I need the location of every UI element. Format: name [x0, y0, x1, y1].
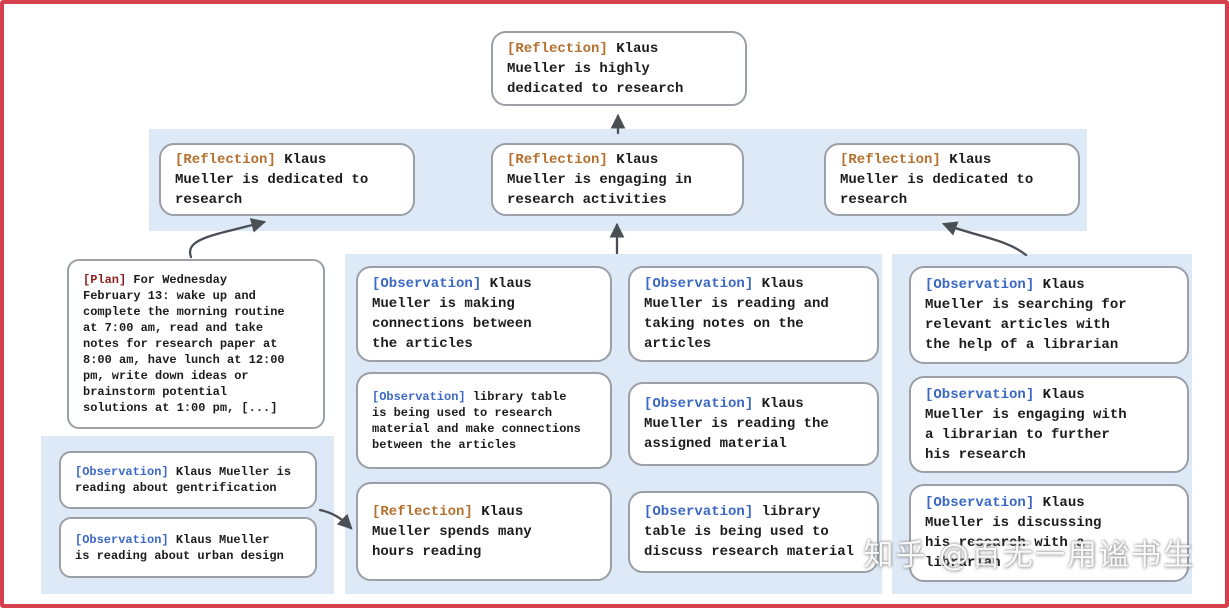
node-observation-discussing-research: [Observation]Klaus Mueller is discussing… [909, 484, 1189, 582]
node-observation-library-table-discuss: [Observation]library table is being used… [628, 491, 879, 573]
reflection-tag: [Reflection] [507, 151, 608, 168]
node-observation-making-connections: [Observation]Klaus Mueller is making con… [356, 266, 612, 362]
node-text: Klaus Mueller is searching for relevant … [925, 277, 1127, 353]
observation-tag: [Observation] [75, 532, 169, 547]
node-text: Klaus Mueller is dedicated to research [175, 151, 369, 208]
node-text: library table is being used to discuss r… [644, 504, 855, 560]
reflection-tag: [Reflection] [507, 40, 608, 57]
node-observation-engaging-librarian: [Observation]Klaus Mueller is engaging w… [909, 376, 1189, 473]
reflection-tag: [Reflection] [372, 503, 473, 520]
node-observation-taking-notes: [Observation]Klaus Mueller is reading an… [628, 266, 879, 362]
node-reflection-spends-hours-reading: [Reflection]Klaus Mueller spends many ho… [356, 482, 612, 581]
observation-tag: [Observation] [372, 389, 466, 404]
node-text: library table is being used to research … [372, 389, 581, 452]
observation-tag: [Observation] [925, 386, 1035, 403]
observation-tag: [Observation] [644, 276, 754, 292]
node-text: Klaus Mueller is reading about gentrific… [75, 465, 292, 495]
node-text: Klaus Mueller is discussing his research… [925, 495, 1102, 571]
node-observation-searching-articles: [Observation]Klaus Mueller is searching … [909, 266, 1189, 364]
observation-tag: [Observation] [925, 277, 1035, 293]
node-reflection-left: [Reflection]Klaus Mueller is dedicated t… [159, 143, 415, 216]
observation-tag: [Observation] [644, 396, 754, 412]
node-text: Klaus Mueller is reading the assigned ma… [644, 396, 829, 452]
node-reflection-center: [Reflection]Klaus Mueller is engaging in… [491, 143, 744, 216]
plan-tag: [Plan] [83, 273, 127, 287]
node-reflection-right: [Reflection]Klaus Mueller is dedicated t… [824, 143, 1080, 216]
node-text: Klaus Mueller spends many hours reading [372, 503, 532, 560]
node-observation-urban-design: [Observation]Klaus Mueller is reading ab… [59, 517, 317, 578]
node-text: Klaus Mueller is reading and taking note… [644, 276, 829, 352]
node-observation-library-table-research: [Observation]library table is being used… [356, 372, 612, 469]
node-text: Klaus Mueller is reading about urban des… [75, 532, 284, 563]
node-text: Klaus Mueller is engaging in research ac… [507, 151, 692, 208]
zhihu-watermark: 知乎 @百无一用谧书生 [863, 538, 1195, 573]
observation-tag: [Observation] [925, 495, 1035, 511]
observation-tag: [Observation] [644, 504, 754, 520]
node-text: Klaus Mueller is highly dedicated to res… [507, 40, 684, 97]
reflection-tag: [Reflection] [175, 151, 276, 168]
node-plan: [Plan]For Wednesday February 13: wake up… [67, 259, 325, 429]
node-text: Klaus Mueller is engaging with a librari… [925, 386, 1127, 463]
observation-tag: [Observation] [372, 276, 482, 292]
node-text: Klaus Mueller is making connections betw… [372, 276, 532, 352]
reflection-tag: [Reflection] [840, 151, 941, 168]
node-text: For Wednesday February 13: wake up and c… [83, 273, 285, 415]
observation-tag: [Observation] [75, 465, 169, 479]
node-root-reflection: [Reflection]Klaus Mueller is highly dedi… [491, 31, 747, 106]
node-observation-reading-assigned-material: [Observation]Klaus Mueller is reading th… [628, 382, 879, 466]
node-observation-gentrification: [Observation]Klaus Mueller is reading ab… [59, 451, 317, 509]
node-text: Klaus Mueller is dedicated to research [840, 151, 1034, 208]
